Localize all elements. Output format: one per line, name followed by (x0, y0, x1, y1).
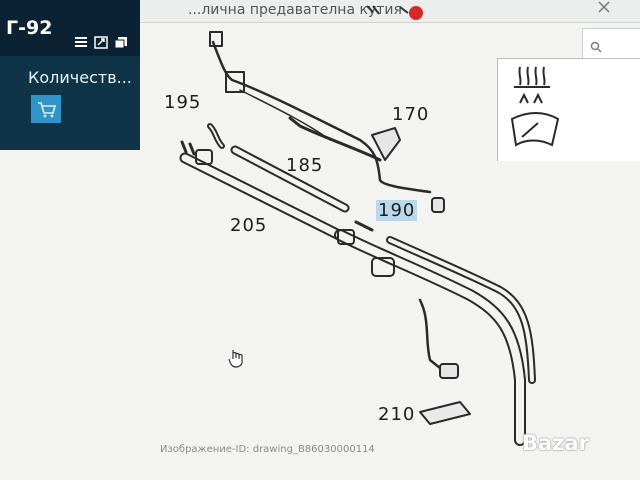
quantity-section: Количеств... (0, 56, 140, 150)
harness-cable (211, 40, 432, 194)
callout-195[interactable]: 195 (164, 92, 202, 113)
search-icon[interactable] (589, 40, 603, 54)
thumbnail-preview[interactable] (497, 58, 640, 161)
add-to-cart-button[interactable] (31, 95, 61, 123)
hand-cursor-icon (228, 350, 243, 368)
copy-icon[interactable] (114, 36, 128, 49)
nozzle-170 (371, 127, 401, 161)
part-210 (419, 401, 471, 425)
quantity-label: Количеств... (28, 68, 132, 87)
list-icon[interactable] (74, 36, 88, 49)
left-panel: Г-92 Количеств... (0, 0, 140, 150)
callout-185[interactable]: 185 (286, 155, 324, 176)
cart-icon (38, 102, 57, 118)
windshield-washer-icon (510, 66, 560, 147)
callout-190-selected[interactable]: 190 (376, 200, 418, 221)
toolbar-title: ...лична предавателна кутия (188, 2, 402, 18)
bazar-logo: Bazar (522, 431, 589, 455)
callout-210[interactable]: 210 (378, 404, 416, 425)
new-badge-icon[interactable] (398, 3, 424, 21)
seller-watermark: Г-92 (6, 17, 53, 39)
close-icon[interactable] (595, 0, 615, 14)
image-id-text: Изображение-ID: drawing_B86030000114 (160, 444, 375, 455)
toolbar: ...лична предавателна кутия (140, 0, 640, 23)
callout-170[interactable]: 170 (392, 104, 430, 125)
tools-icon[interactable] (365, 4, 383, 18)
expand-icon[interactable] (94, 36, 108, 49)
callout-205[interactable]: 205 (230, 215, 268, 236)
